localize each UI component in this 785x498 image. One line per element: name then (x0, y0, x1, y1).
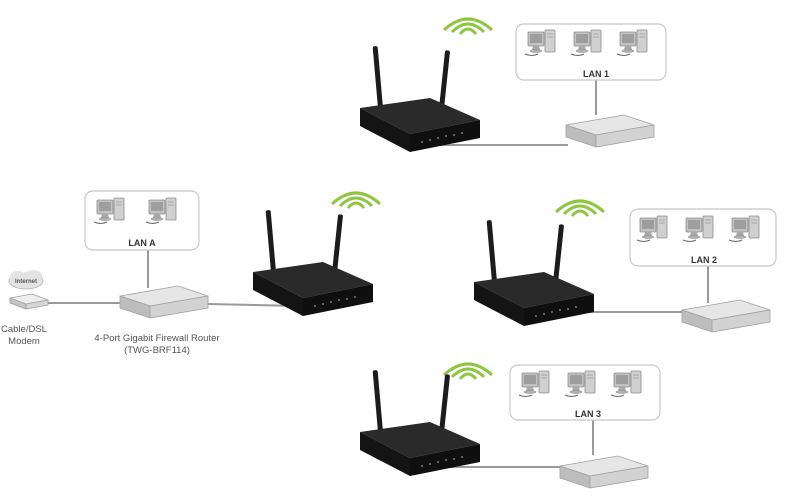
router-caption-line1: 4-Port Gigabit Firewall Router (94, 333, 219, 344)
router-icon (119, 285, 209, 319)
router-caption-line2: (TWG-BRF114) (124, 345, 190, 356)
cable-router-ap-left (207, 303, 299, 307)
access-point-icon (360, 45, 480, 153)
access-point-icon (253, 209, 373, 316)
lan-1-group: LAN 1 (515, 23, 667, 81)
wifi-icon (442, 362, 494, 381)
lan-3-label: LAN 3 (575, 409, 601, 419)
switch-icon (559, 455, 649, 489)
internet-label: Internet (15, 279, 37, 285)
access-point-icon (360, 369, 480, 476)
lan-1-label: LAN 1 (583, 69, 609, 79)
lan-2-label: LAN 2 (691, 255, 717, 265)
modem-caption-line1: Cable/DSL (1, 324, 47, 335)
cloud-icon: Internet (8, 270, 44, 290)
wifi-icon (330, 191, 382, 210)
modem-icon (8, 293, 50, 310)
switch-icon (681, 299, 771, 333)
lan-a-label: LAN A (128, 238, 156, 248)
lan-a-group: LAN A (84, 190, 200, 251)
switch-icon (565, 114, 655, 148)
lan-3-group: LAN 3 (509, 364, 661, 421)
wifi-icon (554, 199, 606, 218)
access-point-icon (474, 219, 594, 326)
lan-2-group: LAN 2 (629, 208, 777, 267)
wifi-icon (442, 17, 494, 36)
modem-caption-line2: Modem (8, 336, 40, 347)
